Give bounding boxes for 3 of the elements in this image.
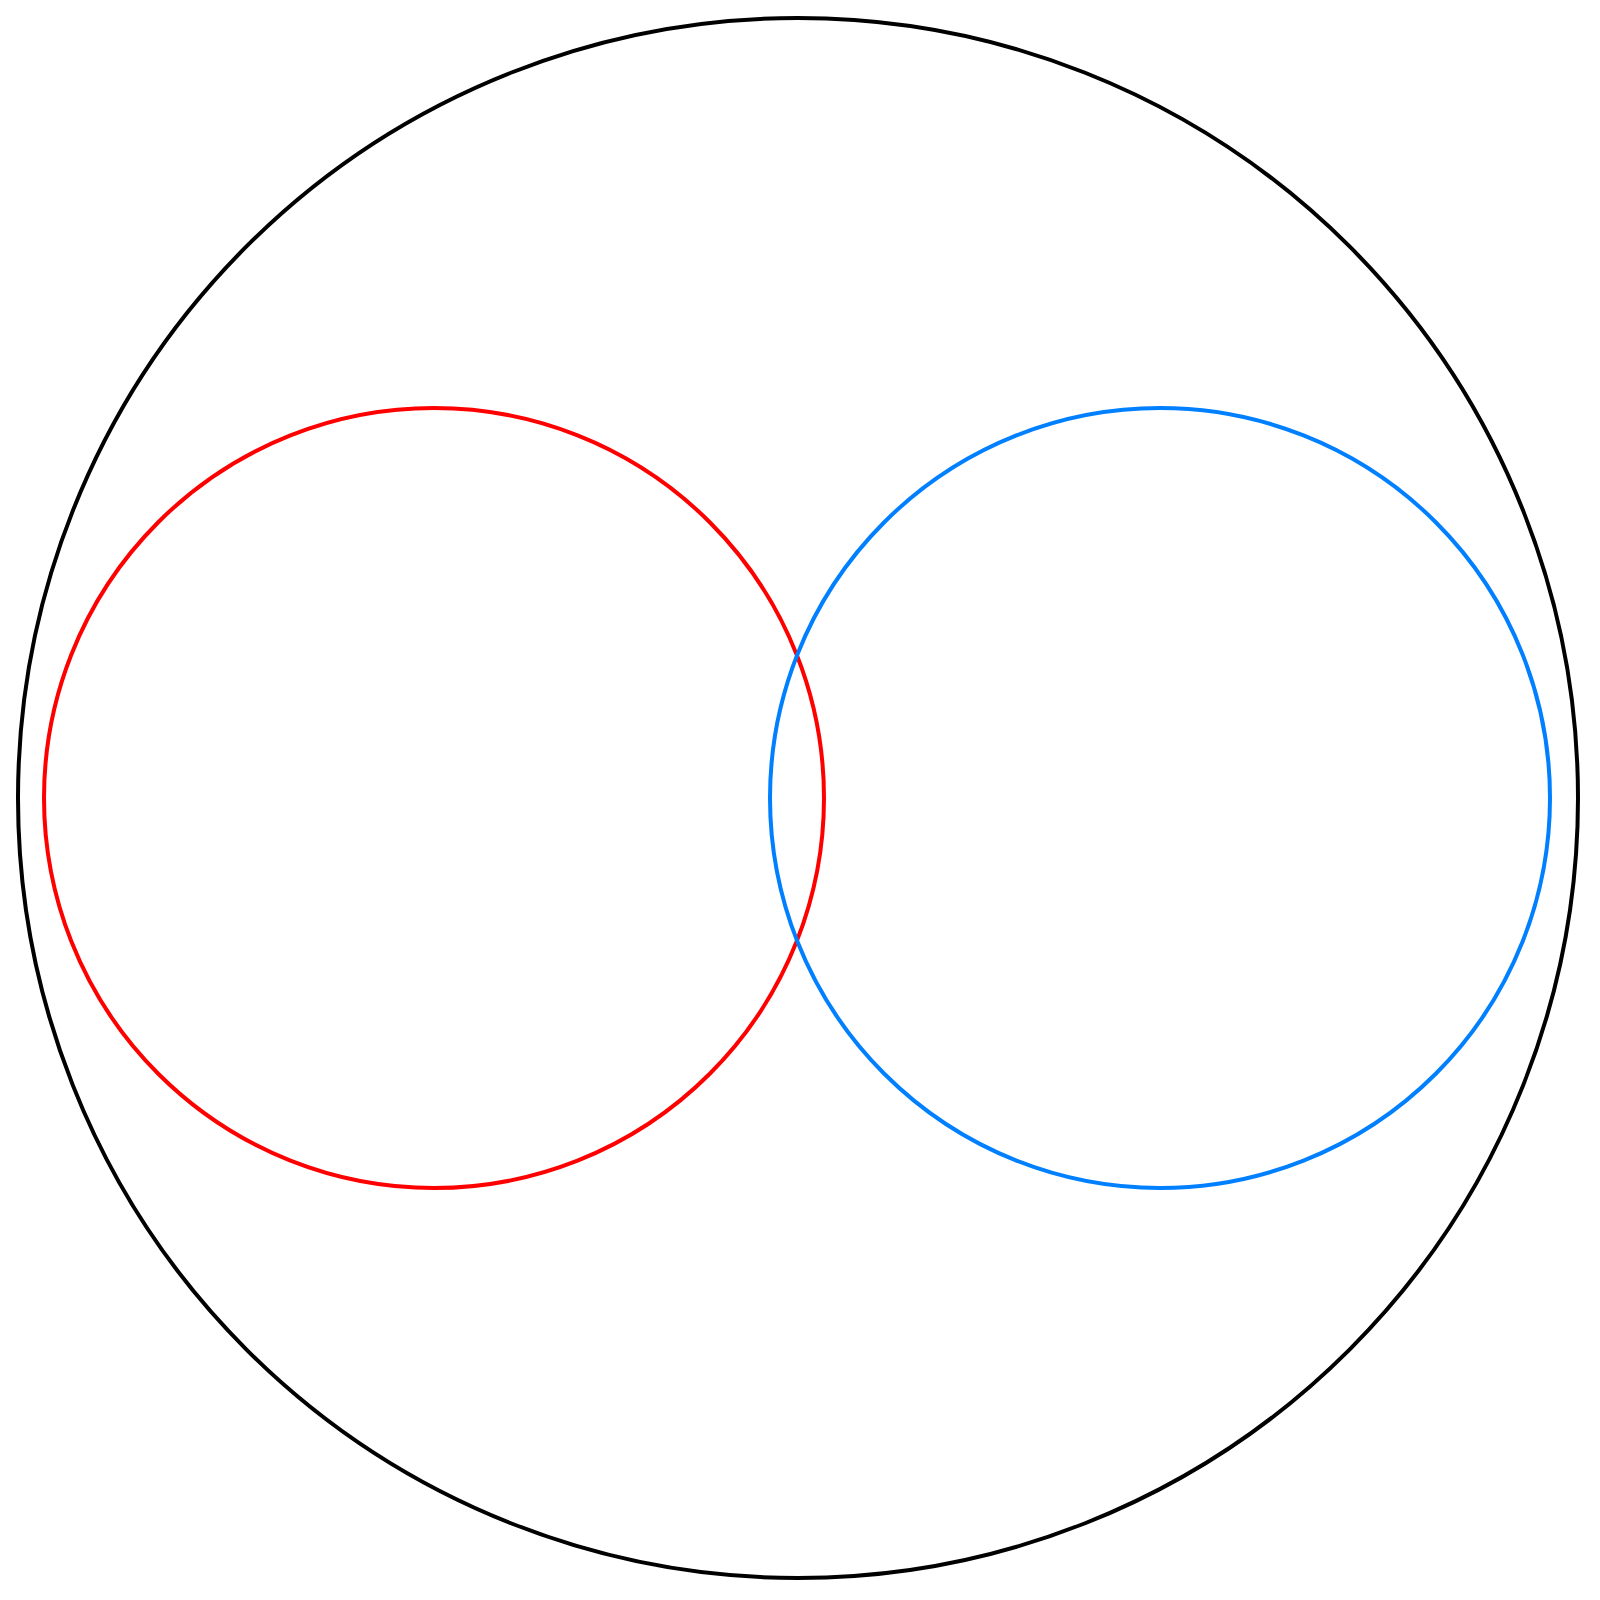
circle-outline: [42, 406, 826, 1190]
circle-outline: [16, 16, 1580, 1580]
circle-outline: [768, 406, 1552, 1190]
